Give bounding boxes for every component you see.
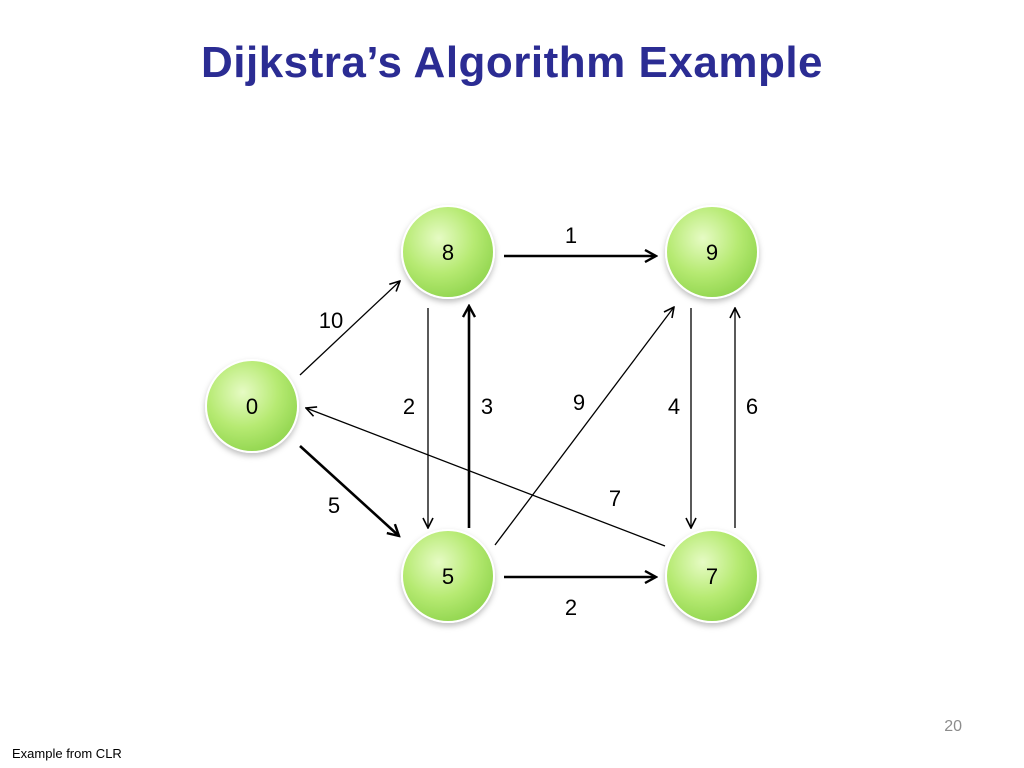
- edge-weight-d-c: 9: [573, 390, 585, 415]
- node-b-circle: [401, 205, 495, 299]
- edge-weight-b-c: 1: [565, 223, 577, 248]
- node-c-circle: [665, 205, 759, 299]
- node-a-circle: [205, 359, 299, 453]
- node-a: 0: [205, 359, 299, 453]
- node-d: 5: [401, 529, 495, 623]
- edge-weight-b-d: 2: [403, 394, 415, 419]
- edge-weight-c-e: 4: [668, 394, 680, 419]
- slide-number: 20: [944, 718, 962, 735]
- edge-weight-d-e: 2: [565, 595, 577, 620]
- node-a-value: 0: [246, 394, 258, 419]
- node-d-value: 5: [442, 564, 454, 589]
- node-e-circle: [665, 529, 759, 623]
- node-e: 7: [665, 529, 759, 623]
- edge-a-b: [299, 281, 400, 376]
- edge-weight-a-d: 5: [328, 493, 340, 518]
- edge-d-c: [494, 307, 674, 546]
- node-b-value: 8: [442, 240, 454, 265]
- node-b: 8: [401, 205, 495, 299]
- footer-note: Example from CLR: [12, 746, 122, 761]
- edge-weight-e-c: 6: [746, 394, 758, 419]
- edge-e-a: [306, 408, 666, 547]
- edge-a-d: [299, 445, 399, 536]
- edge-weight-e-a: 7: [609, 486, 621, 511]
- node-c-value: 9: [706, 240, 718, 265]
- node-d-circle: [401, 529, 495, 623]
- slide-title: Dijkstra’s Algorithm Example: [200, 38, 824, 87]
- node-e-value: 7: [706, 564, 718, 589]
- node-c: 9: [665, 205, 759, 299]
- edge-weight-d-b: 3: [481, 394, 493, 419]
- edge-weight-a-b: 10: [319, 308, 343, 333]
